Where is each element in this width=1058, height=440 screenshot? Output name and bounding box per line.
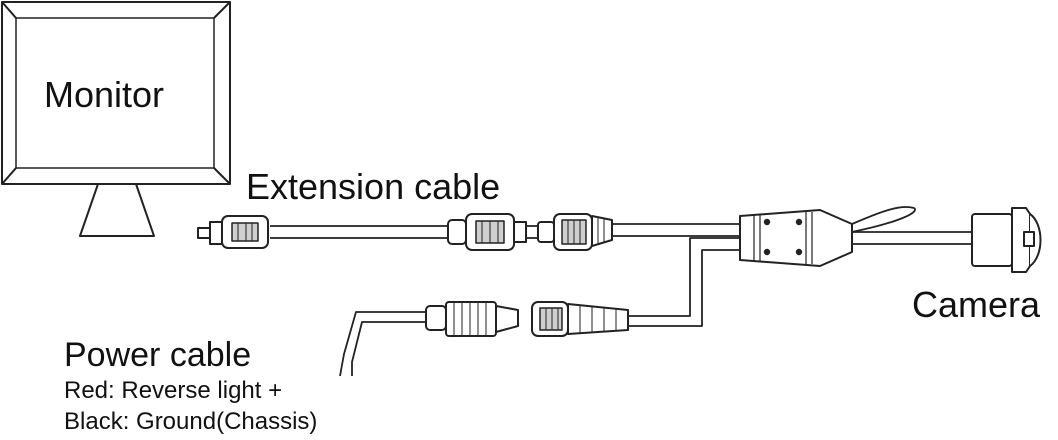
power-cable-wire (339, 237, 740, 377)
red-wire-label: Red: Reverse light + (64, 377, 283, 404)
camera-label: Camera (912, 284, 1041, 325)
cable-splitter (739, 209, 853, 267)
camera-illustration (971, 207, 1042, 273)
power-jack-female (531, 301, 629, 337)
extension-cable-label: Extension cable (246, 166, 501, 207)
power-cable-label: Power cable (64, 336, 252, 374)
rca-connector-middle (447, 213, 527, 251)
extension-cable-wire (270, 223, 740, 239)
rca-jack-right (537, 213, 613, 251)
monitor-illustration (1, 1, 231, 237)
power-plug-male (425, 301, 519, 337)
rca-plug-left (197, 215, 269, 249)
camera-cable (851, 206, 972, 245)
monitor-label: Monitor (44, 74, 165, 115)
black-wire-label: Black: Ground(Chassis) (64, 408, 318, 435)
